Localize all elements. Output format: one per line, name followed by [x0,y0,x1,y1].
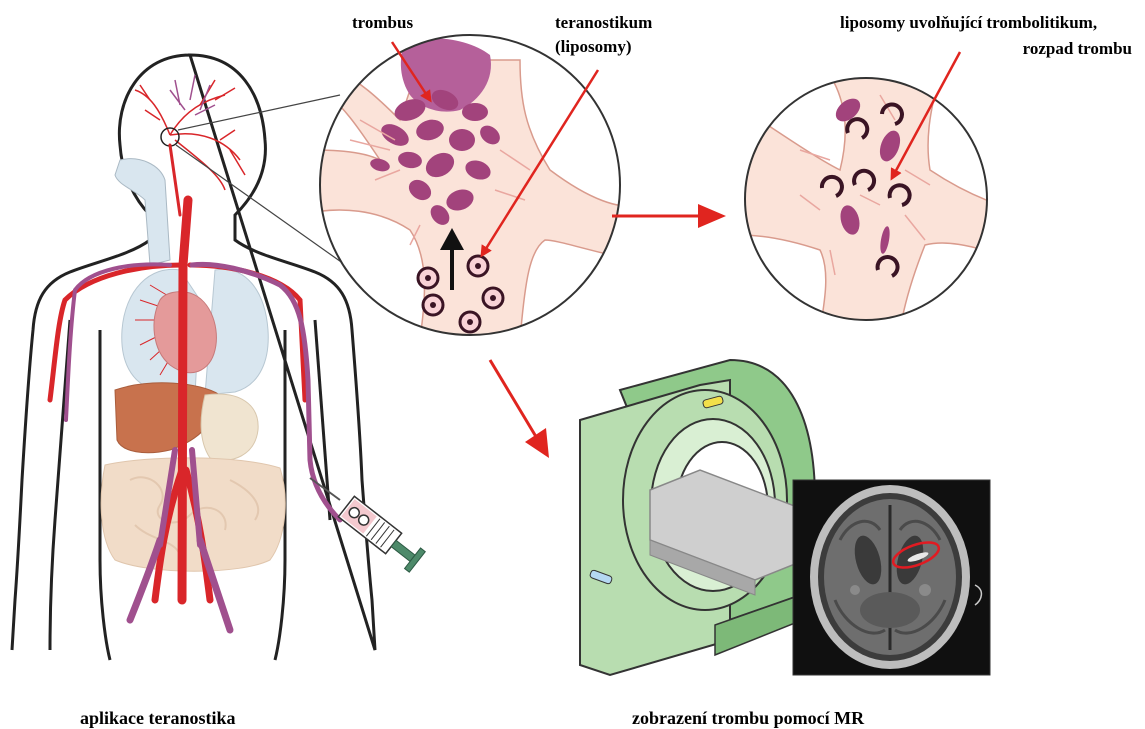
label-release-line2: rozpad trombu [1023,39,1132,58]
caption-right: zobrazení trombu pomocí MR [632,708,865,728]
label-liposomy: (liposomy) [555,37,632,56]
airway [115,159,170,265]
caption-left: aplikace teranostika [80,708,236,728]
label-trombus: trombus [352,13,413,32]
stomach [201,394,258,460]
brain-veins [170,75,215,115]
thrombolysis-zoom-circle [740,75,1000,330]
clot-location-marker [161,128,179,146]
mri-scanner [580,360,815,675]
step-arrow-down [490,360,549,458]
label-release-line1: liposomy uvolňující trombolitikum, [840,13,1097,32]
label-teranostikum: teranostikum [555,13,652,32]
mri-brain-scan [793,480,990,675]
thrombus-zoom-circle [300,35,640,340]
step-arrow-right [612,204,726,228]
